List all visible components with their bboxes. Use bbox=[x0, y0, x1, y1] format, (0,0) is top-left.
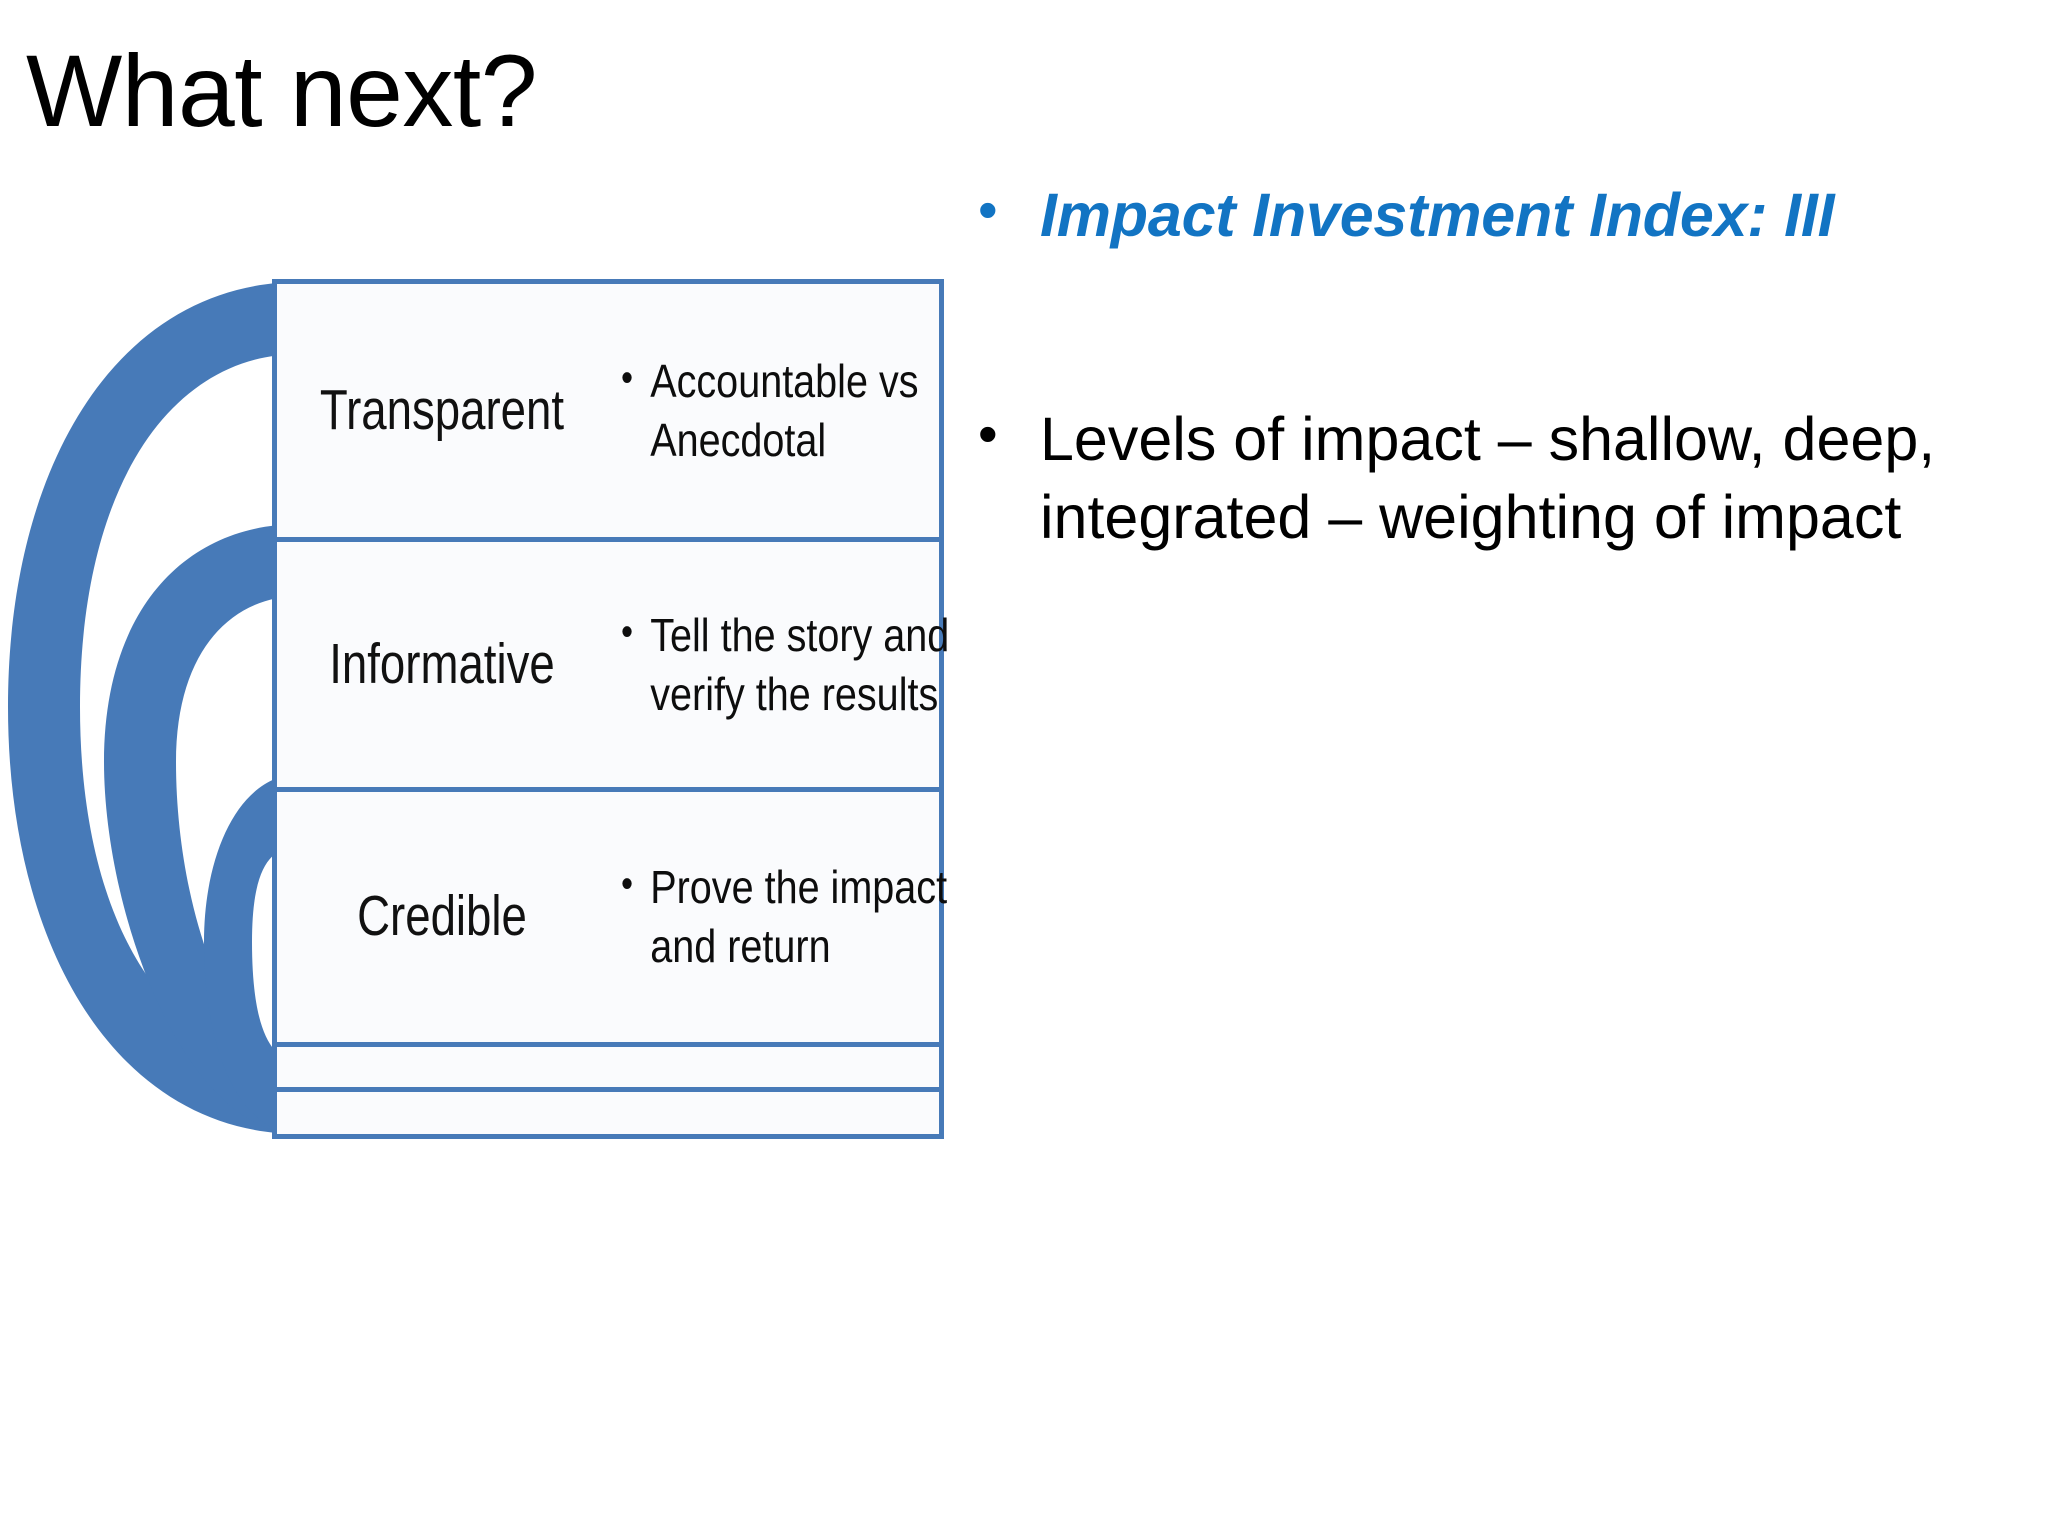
bullet-text-levels-of-impact: Levels of impact – shallow, deep, integr… bbox=[1040, 405, 1936, 552]
nested-arc-diagram: Transparent Accountable vs Anecdotal Inf… bbox=[0, 262, 960, 1152]
table-row-empty bbox=[272, 1087, 944, 1139]
row-label-credible: Credible bbox=[357, 884, 527, 949]
arc-middle bbox=[104, 524, 300, 1134]
row-bullet-cell: Prove the impact and return bbox=[607, 857, 947, 976]
table-row: Informative Tell the story and verify th… bbox=[272, 537, 949, 787]
row-label-transparent: Transparent bbox=[319, 377, 565, 442]
table-row: Transparent Accountable vs Anecdotal bbox=[272, 279, 944, 537]
table-row-empty bbox=[272, 1042, 944, 1087]
row-bullet-credible: Prove the impact and return bbox=[621, 857, 952, 976]
table-row: Credible Prove the impact and return bbox=[272, 787, 947, 1042]
diagram-row-stack: Transparent Accountable vs Anecdotal Inf… bbox=[272, 279, 949, 1139]
arc-group bbox=[8, 282, 300, 1134]
page-title: What next? bbox=[26, 34, 537, 148]
row-bullet-cell: Tell the story and verify the results bbox=[607, 605, 949, 724]
list-item: Impact Investment Index: III bbox=[968, 176, 2038, 254]
arc-inner bbox=[204, 774, 300, 1134]
row-label-informative: Informative bbox=[329, 631, 555, 696]
row-bullet-cell: Accountable vs Anecdotal bbox=[607, 351, 939, 470]
arc-outer bbox=[8, 282, 300, 1134]
bullet-list: Impact Investment Index: III Levels of i… bbox=[968, 176, 2038, 556]
bullet-text-impact-index: Impact Investment Index: III bbox=[1040, 181, 1835, 249]
row-bullet-transparent: Accountable vs Anecdotal bbox=[621, 351, 952, 470]
row-bullet-informative: Tell the story and verify the results bbox=[621, 605, 952, 724]
list-item: Levels of impact – shallow, deep, integr… bbox=[968, 400, 2038, 556]
list-spacer bbox=[968, 254, 2038, 400]
